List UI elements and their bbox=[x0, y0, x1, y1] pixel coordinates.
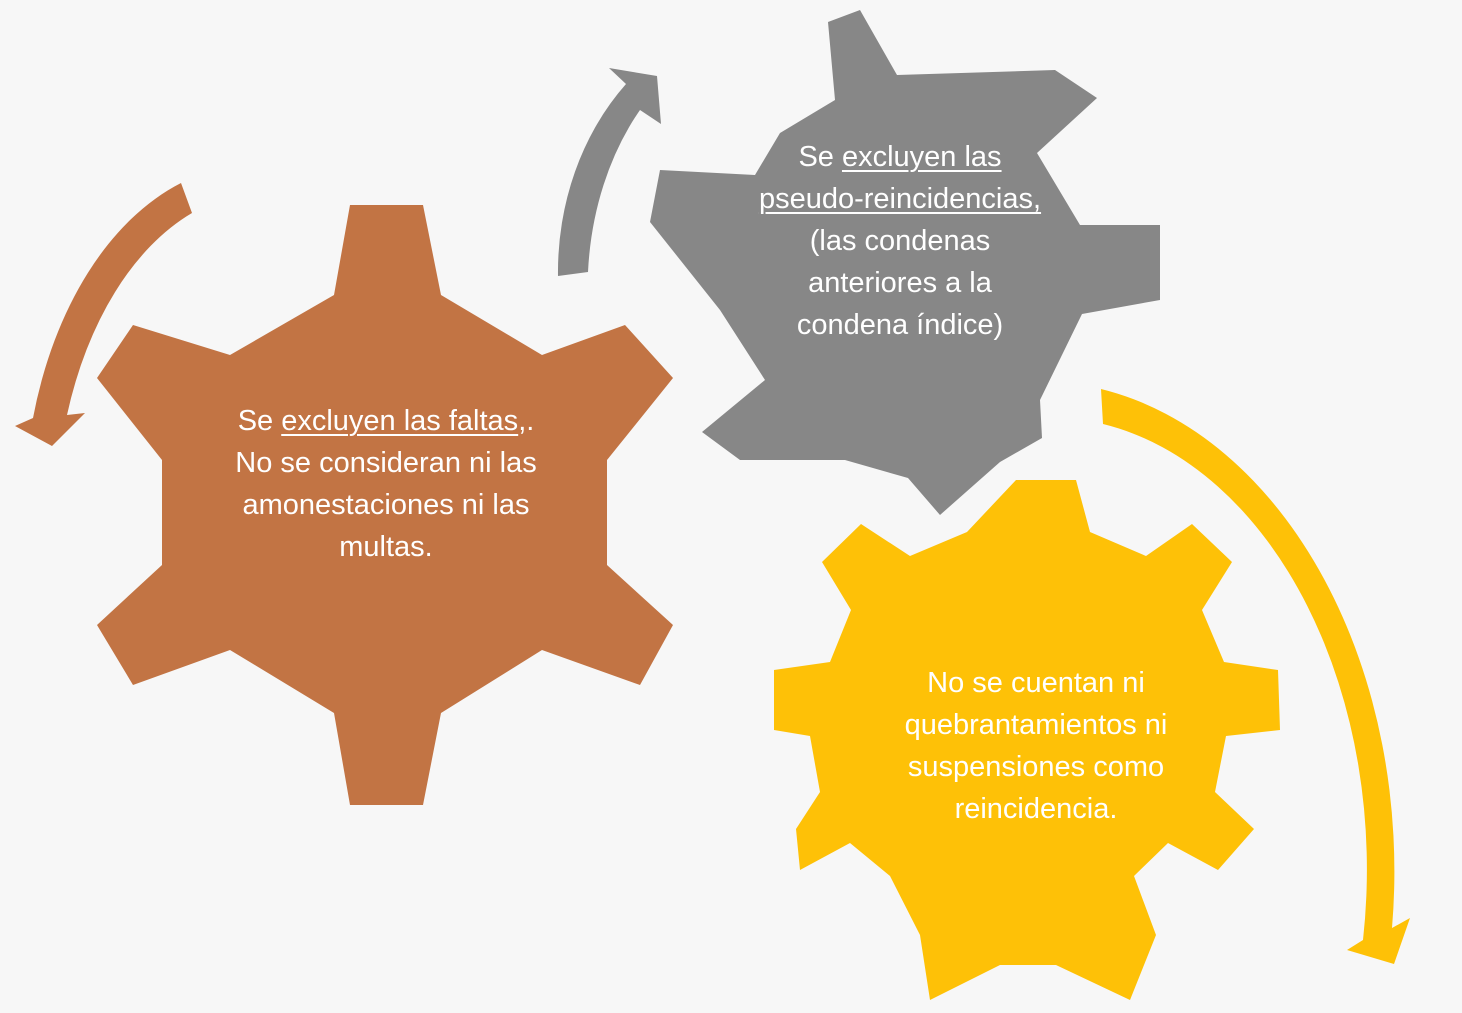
gray-gear-icon bbox=[650, 10, 1160, 515]
gray-curved-arrow-icon bbox=[557, 68, 661, 276]
yellow-gear-icon bbox=[774, 480, 1280, 1000]
yellow-gear-label: No se cuentan ni quebrantamientos ni sus… bbox=[904, 667, 1168, 825]
orange-gear-suffix: ,. No se consideran ni las amonestacione… bbox=[235, 405, 537, 563]
gray-gear-prefix: Se bbox=[798, 141, 842, 173]
orange-gear-prefix: Se bbox=[237, 405, 282, 437]
gray-gear-label: Se excluyen las pseudo-reincidencias, (l… bbox=[752, 136, 1048, 346]
orange-gear-label: Se excluyen las faltas,. No se considera… bbox=[226, 400, 546, 568]
gray-gear-suffix: (las condenas anteriores a la condena ín… bbox=[796, 225, 1004, 341]
yellow-curved-arrow-icon bbox=[1101, 389, 1410, 964]
gray-gear-underlined: excluyen las pseudo-reincidencias, bbox=[758, 141, 1042, 215]
orange-curved-arrow-icon bbox=[15, 183, 192, 446]
orange-gear-underlined: excluyen las faltas bbox=[281, 405, 519, 437]
orange-gear-icon bbox=[97, 205, 673, 805]
